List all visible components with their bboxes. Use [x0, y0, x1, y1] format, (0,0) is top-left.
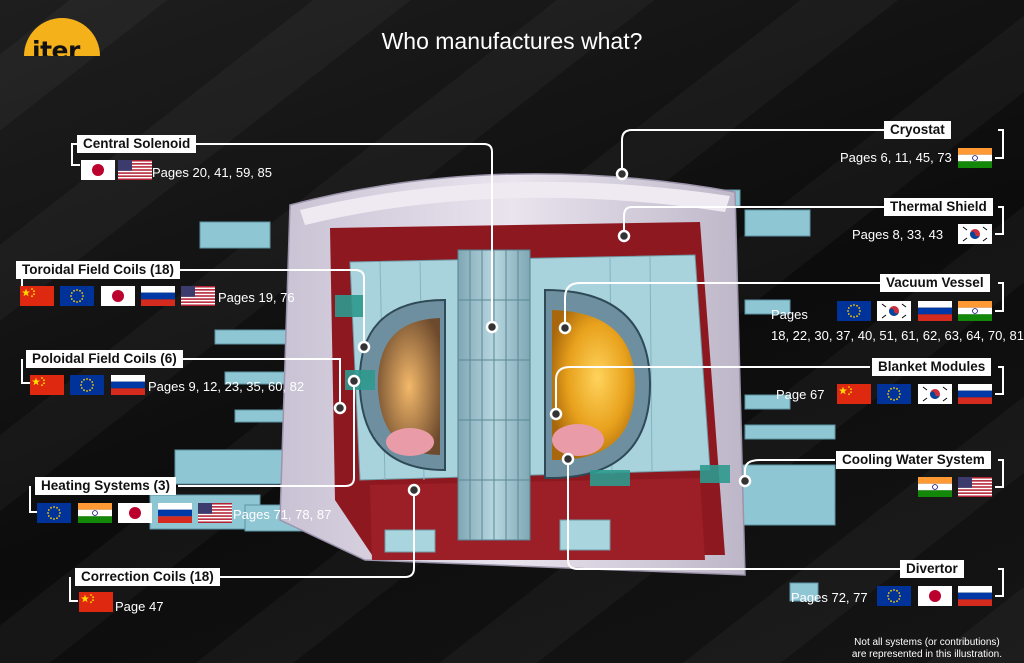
footnote-line-1: Not all systems (or contributions): [854, 637, 1000, 648]
label-poloidal-field-coils: Poloidal Field Coils (6): [26, 350, 183, 368]
flag-japan: [101, 286, 135, 306]
flag-russia: [111, 375, 145, 395]
label-blanket-modules: Blanket Modules: [872, 358, 992, 376]
flag-japan: [918, 586, 952, 606]
iter-logo: iter: [18, 14, 104, 56]
flag-eu: [877, 384, 911, 404]
page-title: Who manufactures what?: [381, 28, 643, 54]
flag-korea: [958, 224, 992, 244]
flag-eu: [37, 503, 71, 523]
pages-vacuum-vessel-list: 18, 22, 30, 37, 40, 51, 61, 62, 63, 64, …: [771, 328, 1024, 343]
label-correction-coils: Correction Coils (18): [75, 568, 220, 586]
label-thermal-shield: Thermal Shield: [884, 198, 993, 216]
flag-usa: [198, 503, 232, 523]
flag-eu: [60, 286, 94, 306]
pages-blanket-modules: Page 67: [776, 387, 825, 402]
flag-japan: [81, 160, 115, 180]
flag-china: [837, 384, 871, 404]
flag-korea: [877, 301, 911, 321]
pages-toroidal-field-coils: Pages 19, 76: [218, 290, 295, 305]
flag-russia: [958, 384, 992, 404]
label-cooling-water-system: Cooling Water System: [836, 451, 991, 469]
flag-china: [30, 375, 64, 395]
flag-china: [79, 592, 113, 612]
flag-korea: [918, 384, 952, 404]
label-cryostat: Cryostat: [884, 121, 951, 139]
flag-russia: [958, 586, 992, 606]
flag-eu: [837, 301, 871, 321]
pages-poloidal-field-coils: Pages 9, 12, 23, 35, 60, 82: [148, 379, 305, 394]
flag-eu: [877, 586, 911, 606]
pages-correction-coils: Page 47: [115, 599, 164, 614]
pages-heating-systems: Pages 71, 78, 87: [233, 507, 332, 522]
label-heating-systems: Heating Systems (3): [35, 477, 177, 495]
logo-text: iter: [32, 36, 80, 56]
flag-usa: [958, 477, 992, 497]
label-central-solenoid: Central Solenoid: [77, 135, 197, 153]
pages-cryostat: Pages 6, 11, 45, 73: [840, 150, 952, 165]
pages-divertor: Pages 72, 77: [791, 590, 868, 605]
flag-eu: [70, 375, 104, 395]
flag-japan: [118, 503, 152, 523]
flag-india: [958, 148, 992, 168]
footnote: Not all systems (or contributions) are r…: [852, 637, 1002, 661]
flag-india: [78, 503, 112, 523]
flag-usa: [181, 286, 215, 306]
pages-thermal-shield: Pages 8, 33, 43: [852, 227, 944, 242]
flag-russia: [918, 301, 952, 321]
label-toroidal-field-coils: Toroidal Field Coils (18): [16, 261, 181, 279]
flag-india: [918, 477, 952, 497]
flag-usa: [118, 160, 152, 180]
flag-china: [20, 286, 54, 306]
flag-russia: [158, 503, 192, 523]
flag-russia: [141, 286, 175, 306]
pages-vacuum-vessel: Pages: [771, 307, 808, 322]
flag-india: [958, 301, 992, 321]
pages-central-solenoid: Pages 20, 41, 59, 85: [152, 165, 272, 180]
label-vacuum-vessel: Vacuum Vessel: [880, 274, 990, 292]
label-divertor: Divertor: [900, 560, 964, 578]
footnote-line-2: are represented in this illustration.: [851, 649, 1002, 660]
